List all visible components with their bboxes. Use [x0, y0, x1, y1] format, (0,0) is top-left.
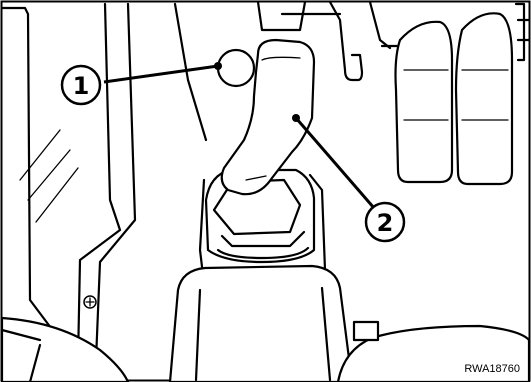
reference-code: RWA18760 [464, 363, 520, 375]
callout-1-dot [214, 62, 222, 70]
lever-knob [218, 50, 254, 86]
foot-pedals [396, 4, 530, 184]
callout-1-label: 1 [73, 72, 90, 100]
callout-2-label: 2 [377, 209, 394, 237]
right-pedal [456, 13, 512, 184]
left-pedal [396, 22, 453, 182]
left-seat-cushion [2, 318, 128, 382]
callout-1: 1 [62, 62, 222, 104]
callout-2-dot [292, 114, 300, 122]
callout-1-leader [104, 66, 218, 82]
seat-bracket [354, 322, 378, 340]
